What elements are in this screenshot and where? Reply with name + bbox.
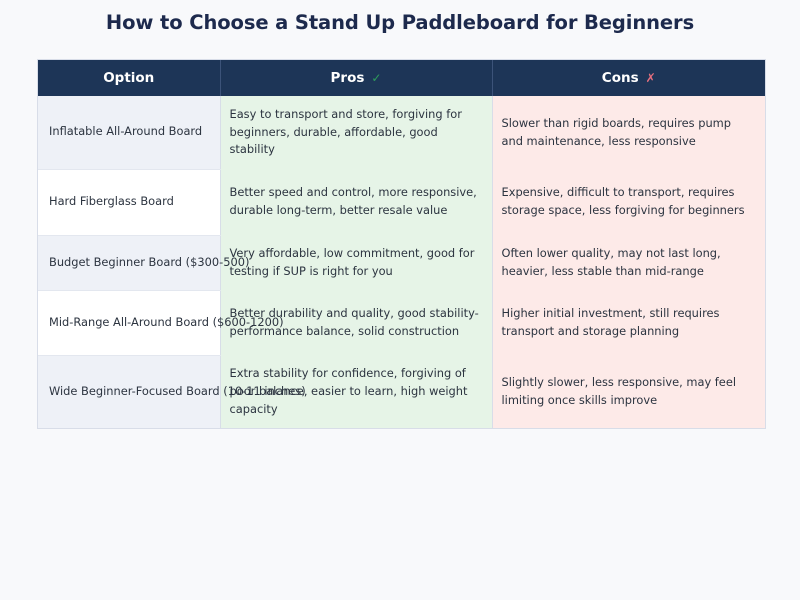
comparison-table-container: Option Pros ✓ Cons ✗ — [37, 59, 766, 430]
table-header-row: Option Pros ✓ Cons ✗ — [38, 60, 765, 96]
table-row: Hard Fiberglass Board Better speed and c… — [38, 169, 765, 236]
cell-cons: Slightly slower, less responsive, may fe… — [492, 355, 765, 429]
column-header-cons[interactable]: Cons ✗ — [492, 60, 765, 96]
cell-pros: Easy to transport and store, forgiving f… — [220, 96, 493, 170]
check-icon: ✓ — [371, 71, 382, 85]
cell-option: Mid-Range All-Around Board ($600-1200) — [38, 290, 284, 356]
table-row: Inflatable All-Around Board Easy to tran… — [38, 96, 765, 170]
cell-pros: Very affordable, low commitment, good fo… — [220, 235, 493, 291]
cell-option: Inflatable All-Around Board — [38, 96, 221, 170]
cell-option: Budget Beginner Board ($300-500) — [38, 235, 249, 291]
cell-cons: Often lower quality, may not last long, … — [492, 235, 765, 291]
page-title: How to Choose a Stand Up Paddleboard for… — [105, 11, 695, 34]
column-header-option-label: Option — [103, 70, 155, 86]
cell-cons: Expensive, difficult to transport, requi… — [492, 169, 765, 236]
cross-icon: ✗ — [645, 71, 656, 85]
column-header-pros[interactable]: Pros ✓ — [220, 60, 493, 96]
cell-cons: Slower than rigid boards, requires pump … — [492, 96, 765, 170]
cell-cons: Higher initial investment, still require… — [492, 290, 765, 356]
cell-option: Wide Beginner-Focused Board (10-11 inche… — [38, 355, 306, 429]
cell-pros: Extra stability for confidence, forgivin… — [220, 355, 493, 429]
table-header: Option Pros ✓ Cons ✗ — [38, 60, 765, 96]
comparison-table: Option Pros ✓ Cons ✗ — [38, 60, 765, 429]
table-row: Wide Beginner-Focused Board (10-11 inche… — [38, 355, 765, 429]
table-body: Inflatable All-Around Board Easy to tran… — [38, 96, 765, 429]
cell-pros: Better speed and control, more responsiv… — [220, 169, 493, 236]
cell-pros: Better durability and quality, good stab… — [220, 290, 493, 356]
table-row: Mid-Range All-Around Board ($600-1200) B… — [38, 290, 765, 356]
column-header-cons-label: Cons — [601, 70, 639, 86]
cell-option: Hard Fiberglass Board — [38, 169, 221, 236]
column-header-option[interactable]: Option — [38, 60, 221, 96]
column-header-pros-label: Pros — [330, 70, 365, 86]
table-row: Budget Beginner Board ($300-500) Very af… — [38, 235, 765, 291]
